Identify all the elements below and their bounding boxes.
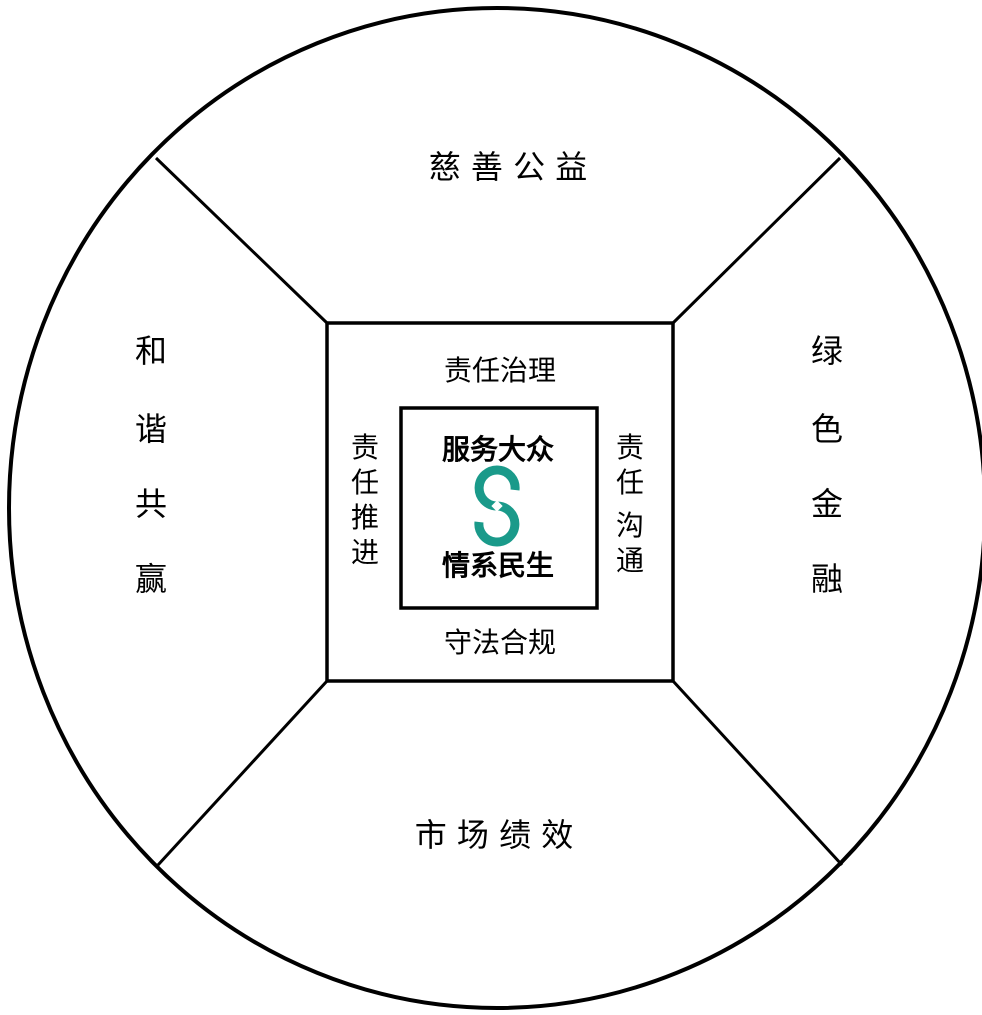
middle-label-right: 责 任 沟 通 <box>616 431 644 577</box>
connector-top-left <box>154 156 329 325</box>
middle-right-char: 任 <box>616 466 644 499</box>
middle-left-char: 任 <box>351 466 379 499</box>
middle-label-bottom: 守法合规 <box>444 626 556 659</box>
middle-right-char: 责 <box>616 431 644 464</box>
connector-top-right <box>671 156 842 325</box>
connector-bottom-left <box>156 679 329 867</box>
center-line-2: 情系民生 <box>442 549 554 582</box>
outer-left-char: 赢 <box>135 560 167 598</box>
middle-label-top: 责任治理 <box>444 354 556 387</box>
outer-label-left: 和 谐 共 赢 <box>135 332 167 598</box>
outer-label-top: 慈 善 公 益 <box>429 148 588 186</box>
outer-left-char: 和 <box>135 332 167 370</box>
middle-left-char: 推 <box>351 501 379 534</box>
outer-label-right: 绿 色 金 融 <box>811 332 843 598</box>
middle-left-char: 进 <box>351 536 379 569</box>
outer-circle <box>7 6 982 1010</box>
outer-right-char: 色 <box>811 410 843 448</box>
middle-square <box>325 321 675 683</box>
middle-left-char: 责 <box>351 431 379 464</box>
outer-label-bottom: 市 场 绩 效 <box>415 816 574 854</box>
outer-right-char: 绿 <box>811 332 843 370</box>
outer-right-char: 融 <box>811 560 843 598</box>
middle-right-char: 沟 <box>616 509 644 542</box>
center-line-1: 服务大众 <box>442 433 554 466</box>
outer-right-char: 金 <box>811 485 843 523</box>
outer-left-char: 共 <box>135 485 167 523</box>
middle-label-left: 责 任 推 进 <box>351 431 379 569</box>
inner-square <box>399 406 599 610</box>
middle-right-char: 通 <box>616 544 644 577</box>
outer-left-char: 谐 <box>135 410 167 448</box>
china-construction-bank-logo-icon <box>474 465 520 547</box>
connector-bottom-right <box>671 679 844 867</box>
